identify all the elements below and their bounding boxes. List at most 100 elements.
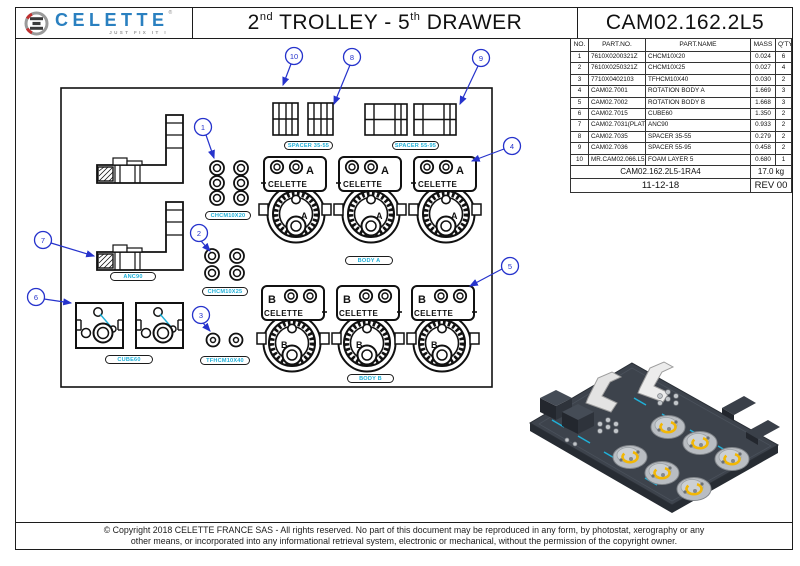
page-title: 2nd TROLLEY - 5th DRAWER <box>247 11 523 34</box>
svg-text:6: 6 <box>34 293 38 302</box>
svg-text:B: B <box>268 294 276 306</box>
part-number: CAM02.162.2L5 <box>605 11 765 34</box>
svg-text:10: 10 <box>290 52 298 61</box>
svg-text:B: B <box>343 294 351 306</box>
logo-cell: CELETTE® JUST FIX IT ! <box>16 8 193 38</box>
bolts-chcm10x20 <box>209 160 249 206</box>
tray-3d-render <box>529 361 780 513</box>
svg-text:4: 4 <box>510 142 514 151</box>
title-block: CELETTE® JUST FIX IT ! 2nd TROLLEY - 5th… <box>15 7 793 39</box>
callout-9: 9 <box>471 48 491 68</box>
rotation-body-a: A CELETTE A <box>409 157 481 243</box>
svg-text:B: B <box>431 340 438 350</box>
copyright-line-2: other means, or incorporated into any in… <box>130 536 678 546</box>
label-body-a: BODY A <box>345 256 393 265</box>
tray-bolts <box>564 389 679 447</box>
celette-logo-icon <box>24 11 49 35</box>
label-anc90: ANC90 <box>110 272 156 281</box>
washers-tfhcm10x40 <box>205 332 244 348</box>
svg-text:CELETTE: CELETTE <box>268 180 308 189</box>
callout-1: 1 <box>193 117 213 137</box>
rotation-body-a: A CELETTE A <box>259 157 331 243</box>
spacer-35-55-group <box>272 102 334 136</box>
rotation-body-b: B CELETTE B <box>407 286 479 372</box>
callout-6: 6 <box>26 287 46 307</box>
callout-10: 10 <box>284 46 304 66</box>
svg-text:3: 3 <box>199 311 203 320</box>
svg-text:B: B <box>418 294 426 306</box>
tray-brackets <box>585 361 675 413</box>
bolts-chcm10x25 <box>204 248 245 281</box>
table-header-row: NO. PART.NO. PART.NAME MASS Q'TY <box>570 38 792 52</box>
label-chcm10x20: CHCM10X20 <box>205 211 251 220</box>
svg-text:A: A <box>381 165 389 177</box>
label-body-b: BODY B <box>347 374 394 383</box>
foam-layer-outline <box>60 87 493 388</box>
svg-text:B: B <box>281 340 288 350</box>
label-tfhcm10x40: TFHCM10X40 <box>200 356 250 365</box>
svg-text:CELETTE: CELETTE <box>264 309 304 318</box>
callout-3: 3 <box>191 305 211 325</box>
celette-logo: CELETTE® JUST FIX IT ! <box>23 10 172 37</box>
label-chcm10x25: CHCM10X25 <box>202 287 248 296</box>
svg-text:7: 7 <box>41 236 45 245</box>
svg-text:CELETTE: CELETTE <box>414 309 454 318</box>
anchor-bracket <box>96 114 184 184</box>
svg-text:A: A <box>451 211 458 221</box>
brand-tagline: JUST FIX IT ! <box>109 29 169 35</box>
callout-7: 7 <box>33 230 53 250</box>
label-cube60: CUBE60 <box>105 355 153 364</box>
spacer-55-95-group <box>364 103 457 136</box>
callout-balloons: 1 2 3 4 5 6 7 8 9 10 <box>26 46 522 325</box>
svg-text:A: A <box>306 165 314 177</box>
label-spacer-35-55: SPACER 35-55 <box>284 141 333 150</box>
col-qty: Q'TY <box>775 38 792 52</box>
leader-arrows <box>43 63 505 332</box>
callout-5: 5 <box>500 256 520 276</box>
svg-text:CELETTE: CELETTE <box>343 180 383 189</box>
cube60 <box>75 302 124 349</box>
svg-text:A: A <box>376 211 383 221</box>
svg-text:A: A <box>456 165 464 177</box>
svg-text:8: 8 <box>350 53 354 62</box>
part-number-cell: CAM02.162.2L5 <box>578 8 792 38</box>
revision: REV 00 <box>750 178 792 194</box>
registered-mark: ® <box>168 9 173 16</box>
svg-text:B: B <box>356 340 363 350</box>
svg-text:CELETTE: CELETTE <box>339 309 379 318</box>
svg-text:A: A <box>301 211 308 221</box>
callout-8: 8 <box>342 47 362 67</box>
copyright-line-1: © Copyright 2018 CELETTE FRANCE SAS - Al… <box>103 525 705 535</box>
rotation-body-a: A CELETTE A <box>334 157 406 243</box>
label-spacer-55-95: SPACER 55-95 <box>392 141 439 150</box>
drawing-date: 11-12-18 <box>570 178 751 194</box>
svg-text:5: 5 <box>508 262 512 271</box>
brand-name: CELETTE <box>55 9 169 30</box>
callout-2: 2 <box>189 223 209 243</box>
cube60 <box>135 302 184 349</box>
rotation-body-b: B CELETTE B <box>257 286 329 372</box>
rotation-body-b: B CELETTE B <box>332 286 404 372</box>
callout-4: 4 <box>502 136 522 156</box>
svg-text:CELETTE: CELETTE <box>418 180 458 189</box>
svg-text:9: 9 <box>479 54 483 63</box>
tray-spacers <box>722 396 780 445</box>
copyright-notice: © Copyright 2018 CELETTE FRANCE SAS - Al… <box>15 522 793 550</box>
svg-text:2: 2 <box>197 229 201 238</box>
drawing-title-cell: 2nd TROLLEY - 5th DRAWER <box>193 8 578 38</box>
tray-cubes <box>540 390 594 434</box>
